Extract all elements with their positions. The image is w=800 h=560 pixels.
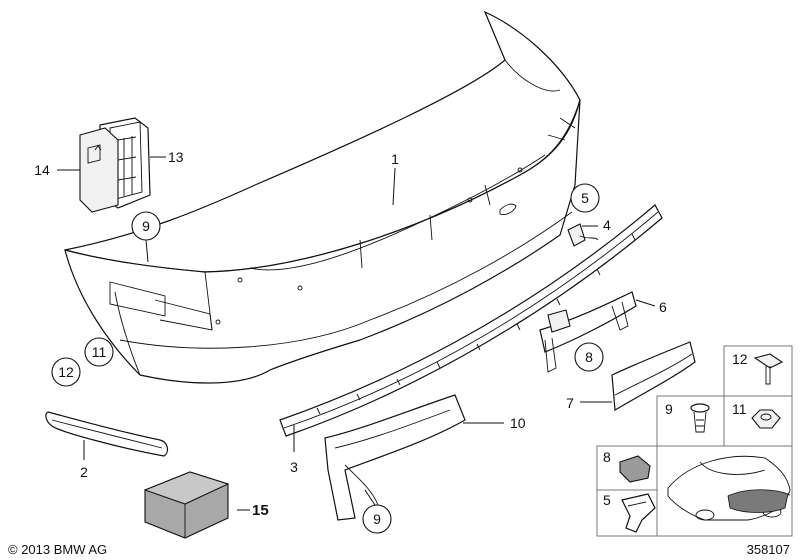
svg-text:9: 9	[665, 401, 673, 417]
svg-text:5: 5	[581, 190, 589, 206]
svg-text:8: 8	[603, 449, 611, 465]
label-14: 14	[34, 162, 50, 178]
svg-text:5: 5	[603, 492, 611, 508]
svg-text:9: 9	[373, 511, 381, 527]
circle-label-9-upper: 9	[131, 211, 161, 241]
grid-cell-8[interactable]: 8	[603, 449, 651, 483]
svg-text:12: 12	[58, 364, 74, 380]
box-15[interactable]	[143, 471, 230, 539]
label-1: 1	[391, 151, 399, 167]
bumper-panel[interactable]	[64, 10, 581, 384]
label-15: 15	[252, 502, 269, 519]
car-silhouette	[667, 455, 791, 521]
side-molding[interactable]	[45, 411, 169, 457]
grid-cell-9[interactable]: 9	[665, 401, 710, 433]
support-frame[interactable]	[324, 394, 466, 521]
circle-label-8: 8	[574, 342, 604, 372]
svg-text:9: 9	[142, 218, 150, 234]
bracket-14[interactable]	[79, 127, 119, 213]
trim-strip[interactable]	[279, 204, 663, 437]
svg-text:12: 12	[732, 351, 748, 367]
flap-4[interactable]	[567, 223, 599, 247]
bracket-7[interactable]	[611, 341, 696, 412]
grid-cell-5[interactable]: 5	[603, 492, 656, 533]
label-6: 6	[659, 299, 667, 315]
label-3: 3	[290, 459, 298, 475]
circle-label-5-upper: 5	[570, 183, 600, 213]
bracket-6[interactable]	[539, 291, 637, 373]
label-2: 2	[80, 464, 88, 480]
grid-cell-11[interactable]: 11	[732, 401, 781, 429]
label-10: 10	[510, 415, 526, 431]
svg-text:11: 11	[732, 401, 747, 417]
svg-text:8: 8	[585, 349, 593, 365]
svg-text:11: 11	[92, 344, 107, 360]
leader-lines	[57, 156, 656, 511]
circle-label-11: 11	[84, 337, 114, 367]
circle-label-12: 12	[51, 357, 81, 387]
diagram-number: 358107	[747, 542, 790, 557]
circle-label-9-lower: 9	[362, 504, 392, 534]
grid-cell-12[interactable]: 12	[732, 351, 784, 385]
label-4: 4	[603, 217, 611, 233]
copyright-text: © 2013 BMW AG	[8, 542, 107, 557]
label-13: 13	[168, 149, 184, 165]
label-7: 7	[566, 395, 574, 411]
